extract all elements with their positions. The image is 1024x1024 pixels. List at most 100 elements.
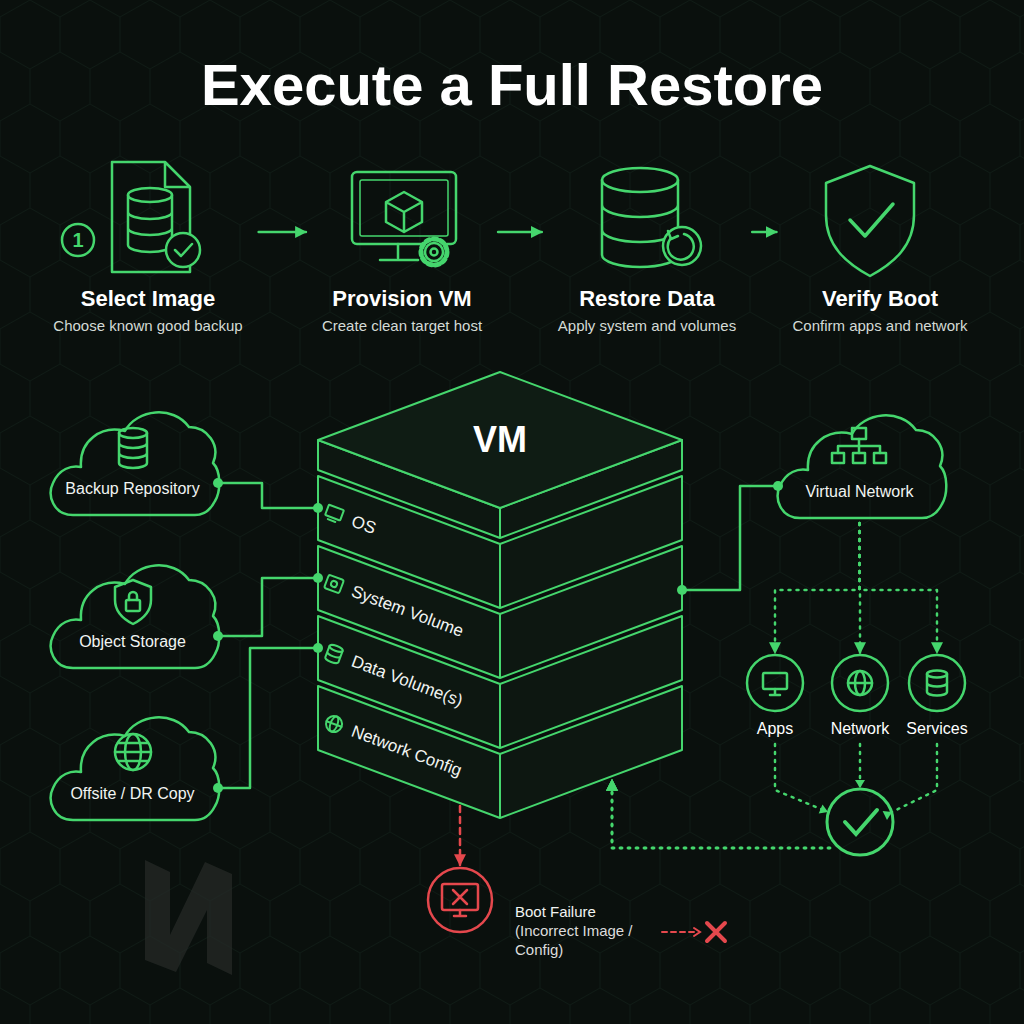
lock-shield-icon	[115, 580, 151, 624]
connector-dot	[213, 631, 223, 641]
service-circles	[747, 655, 803, 711]
restore-database-icon	[602, 168, 701, 267]
network-tree-icon	[852, 428, 866, 439]
service-circle: Services	[901, 655, 972, 738]
provision-monitor-icon	[386, 192, 422, 232]
layer-icons	[325, 505, 344, 521]
service-circle: Network	[826, 655, 895, 738]
layer-icons	[324, 505, 345, 735]
storage-cloud: Virtual Network	[772, 398, 947, 523]
backup-file-icon	[175, 244, 192, 256]
verified-check	[827, 789, 893, 855]
node-title: Verify Boot	[822, 286, 938, 312]
node-title: Virtual Network	[805, 482, 913, 501]
storage-cloud-outline	[51, 565, 219, 668]
provision-monitor-icon	[360, 180, 448, 236]
verified-check	[827, 789, 893, 855]
node-title: Select Image	[81, 286, 216, 312]
node-description: Choose known good backup	[53, 316, 242, 336]
connector	[860, 523, 937, 653]
watermark-logo	[145, 860, 232, 975]
service-circles	[763, 673, 787, 689]
connector	[775, 523, 860, 653]
connector	[218, 578, 318, 636]
connector-dot	[677, 585, 687, 595]
connector	[459, 806, 462, 865]
vm-stack-drawing	[318, 372, 682, 508]
node-title: VM	[473, 420, 527, 460]
backup-file-icon	[128, 195, 172, 252]
provision-monitor-icon	[431, 249, 438, 256]
process-step: Select ImageChoose known good backup	[45, 150, 250, 336]
node-title: OS	[348, 511, 378, 538]
connector	[218, 483, 318, 508]
layer-icons	[324, 714, 345, 735]
service-circles	[927, 671, 947, 678]
node-description: Apply system and volumes	[558, 316, 736, 336]
verified-check	[845, 810, 877, 834]
node-title: Services	[906, 719, 967, 738]
connector-dot	[313, 643, 323, 653]
connector	[682, 486, 778, 590]
globe-icon	[115, 734, 151, 770]
illustration	[51, 162, 946, 820]
node-title: Offsite / DR Copy	[70, 784, 194, 803]
connector	[498, 231, 542, 234]
restore-database-icon	[602, 168, 678, 192]
connector	[218, 648, 318, 788]
layer-icons	[324, 575, 344, 594]
backup-file-icon	[112, 162, 200, 272]
provision-monitor-icon	[352, 172, 456, 265]
title: Execute a Full Restore	[0, 50, 1024, 120]
failure-x	[662, 931, 698, 933]
layer-icons	[324, 646, 342, 664]
node-title: Object Storage	[79, 632, 186, 651]
layer-icons	[330, 580, 338, 588]
failure-x	[707, 923, 725, 941]
watermark-logo	[145, 860, 232, 975]
node-title: Boot Failure	[515, 902, 596, 921]
provision-monitor-icon	[380, 244, 418, 260]
network-tree-icon	[853, 453, 865, 463]
node-title: Backup Repository	[65, 479, 199, 498]
boot-failure-icon	[428, 868, 492, 932]
node-title: Data Volume(s)	[348, 651, 465, 711]
node-description: Create clean target host	[322, 316, 482, 336]
merge-arrowheads	[819, 780, 892, 820]
service-circles	[927, 674, 947, 696]
connector-dot	[313, 573, 323, 583]
service-circles	[848, 682, 872, 685]
vm-stack-drawing	[318, 372, 682, 818]
provision-monitor-icon	[425, 243, 443, 261]
network-tree-icon	[874, 453, 886, 463]
database-icon	[119, 433, 147, 468]
layer-icons	[328, 519, 335, 522]
connector-dot	[213, 783, 223, 793]
restore-database-icon	[663, 227, 701, 265]
boot-failure-icon	[428, 868, 492, 932]
failure-node: Boot Failure(Incorrect Image / Config)	[420, 866, 661, 959]
node-title: System Volume	[348, 581, 466, 641]
layer-icons	[327, 721, 342, 727]
storage-cloud-outline	[51, 717, 219, 820]
verify-shield-icon	[826, 166, 914, 276]
service-circles	[770, 689, 780, 695]
globe-icon	[115, 743, 151, 761]
storage-cloud-outline	[778, 415, 946, 518]
step-number-badge	[62, 224, 94, 256]
connector-dot	[773, 481, 783, 491]
network-tree-icon	[832, 453, 844, 463]
service-circles	[747, 655, 965, 711]
database-icon	[119, 428, 147, 438]
storage-cloud: Object Storage	[45, 548, 220, 673]
backup-file-icon	[128, 188, 172, 202]
vm-layer: OS	[348, 511, 378, 538]
network-tree-icon	[838, 439, 880, 453]
storage-cloud: Backup Repository	[45, 395, 220, 520]
connector	[612, 744, 830, 848]
process-step: Verify BootConfirm apps and network	[784, 150, 975, 336]
verify-shield-icon	[850, 204, 893, 236]
